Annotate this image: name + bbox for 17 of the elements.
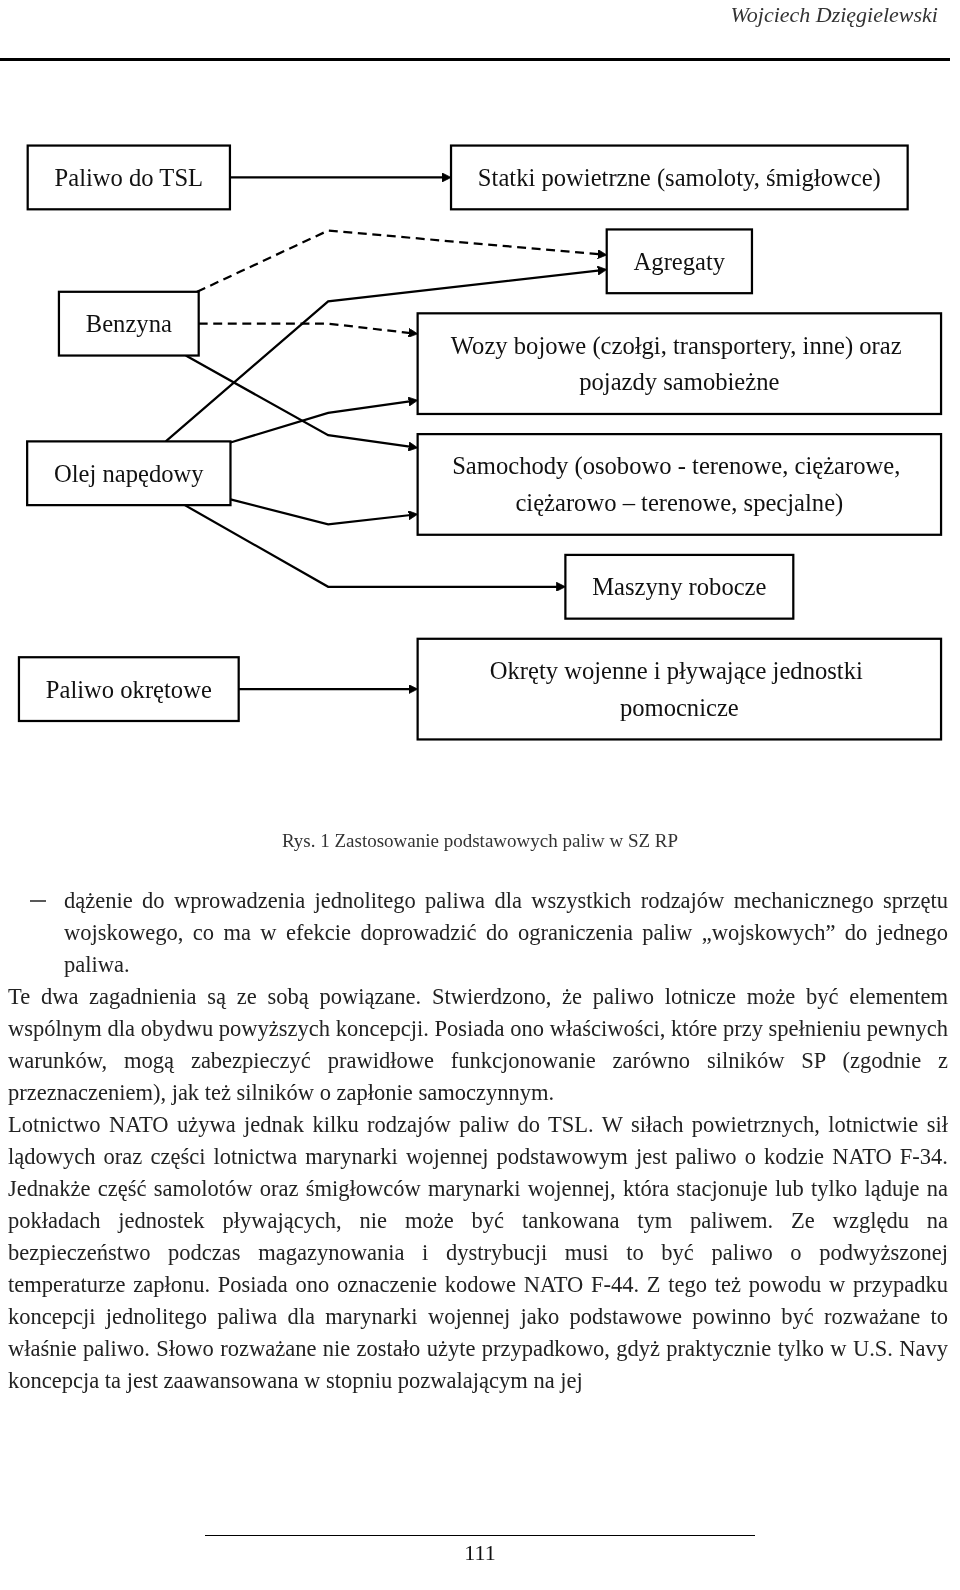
arrow (229, 172, 452, 183)
node-box: Benzyna (57, 290, 200, 357)
node-box: Wozy bojowe (czołgi, transportery, inne) oraz pojazdy samobieżne (416, 312, 943, 416)
node-box: Paliwo do TSL (26, 144, 232, 211)
paragraph: Lotnictwo NATO używa jednak kilku rodzajów paliw do TSL. W siłach powietrznych, lotnictwie sił lądowych oraz części lotnictwa marynarki wojennej podstawowym jest paliwo o kodzie NATO F-34. Jednakże część samolotów oraz śmigłowców marynarki wojennej, która stacjonuje lub tylko ląduje na pokładach jednostek pływających, nie może być tankowana tym paliwem. Ze względu na bezpieczeństwo podczas magazynowania i dystrybucji musi to być paliwo o podwyższonej temperaturze zapłonu. Posiada ono oznaczenie kodowe NATO F-44. Z tego też powodu w przypadku koncepcji jednolitego paliwa dla marynarki wojennej jako podstawowe powinno być rozważane to właśnie paliwo. Słowo rozważane nie zostało użyte przypadkowo, gdyż praktycznie tylko w U.S. Navy koncepcja ta jest zaawansowana w stopniu pozwalającym na jej (8, 1111, 948, 1395)
node-box: Agregaty (605, 228, 754, 295)
page-number: 111 (463, 1540, 497, 1566)
node-box: Samochody (osobowo - terenowe, ciężarowe, ciężarowo – terenowe, specjalne) (416, 433, 943, 536)
paragraph: Te dwa zagadnienia są ze sobą powiązane. Stwierdzono, że paliwo lotnicze może być elementem wspólnym dla obydwu powyższych koncepcji. Posiada ono właściwości, które przy spełnieniu pewnych warunków, mogą zabezpieczyć prawidłowe funkcjonowanie zarówno silników SP (zgodnie z przeznaczeniem), jak też silników o zapłonie samoczynnym. (8, 983, 948, 1107)
node-box: Olej napędowy (26, 440, 232, 507)
node-box: Okręty wojenne i pływające jednostki pomocnicze (416, 637, 943, 741)
paragraph: dążenie do wprowadzenia jednolitego paliwa dla wszystkich rodzajów mechanicznego sprzętu wojskowego, co ma w efekcie doprowadzić do ograniczenia paliw „wojskowych” do jednego paliwa. (64, 887, 948, 979)
node-box: Maszyny robocze (564, 553, 795, 620)
node-box: Paliwo okrętowe (17, 656, 240, 723)
figure-caption: Rys. 1 Zastosowanie podstawowych paliw w SZ RP (280, 830, 680, 852)
running-header: Wojciech Dzięgielewski (730, 2, 938, 28)
node-box: Statki powietrzne (samoloty, śmigłowce) (449, 144, 909, 211)
